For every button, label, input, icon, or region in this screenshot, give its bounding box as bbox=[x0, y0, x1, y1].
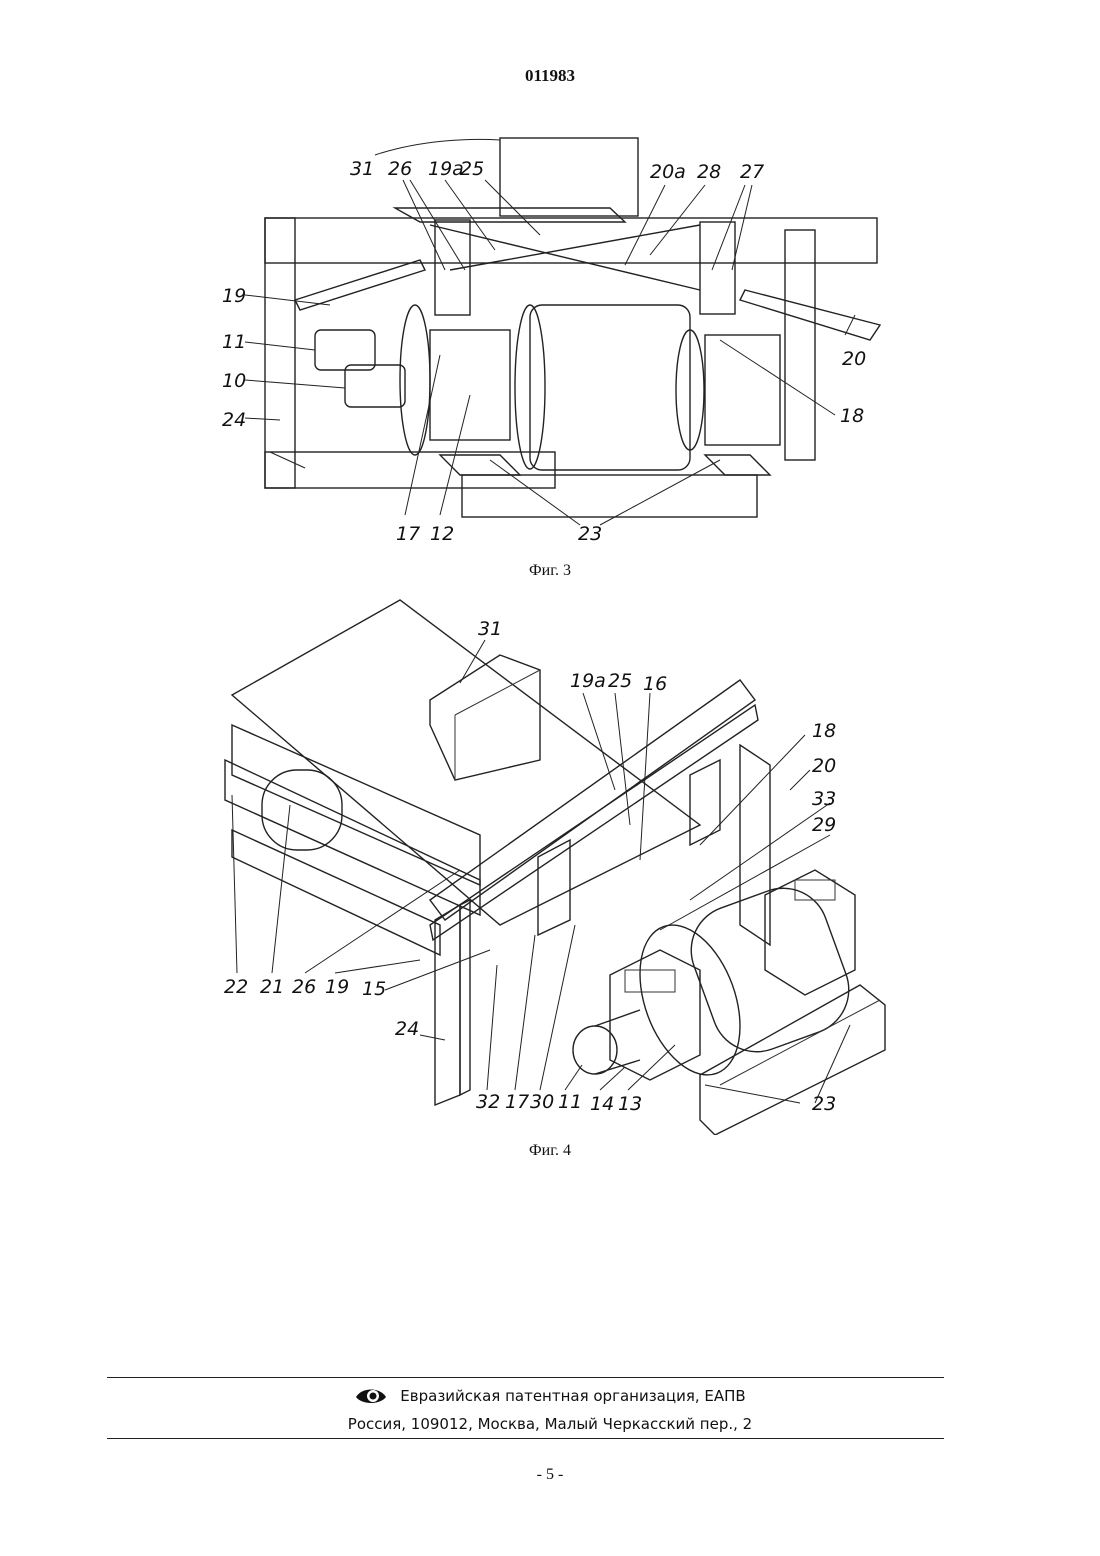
fig4-label-19a: 19a bbox=[570, 670, 606, 692]
fig4-label-26: 26 bbox=[292, 976, 316, 998]
fig3-label-25: 25 bbox=[460, 158, 484, 180]
fig3-label-10: 10 bbox=[222, 370, 246, 392]
page-number: - 5 - bbox=[0, 1466, 1100, 1484]
footer-address: Россия, 109012, Москва, Малый Черкасский… bbox=[0, 1415, 1100, 1433]
fig3-label-12: 12 bbox=[430, 523, 454, 545]
fig4-label-29: 29 bbox=[812, 814, 836, 836]
document-number: 011983 bbox=[0, 66, 1100, 86]
figure-3-drawing: 31 26 19a 25 20a 28 27 19 11 10 24 20 18… bbox=[0, 130, 1100, 550]
fig3-label-20a: 20a bbox=[650, 161, 686, 183]
fig4-label-21: 21 bbox=[260, 976, 284, 998]
footer-organization: Евразийская патентная организация, ЕАПВ bbox=[400, 1387, 745, 1405]
figure-4-drawing: 31 19a 25 16 18 20 33 29 22 21 26 19 15 … bbox=[0, 595, 1100, 1135]
fig3-label-20: 20 bbox=[842, 348, 866, 370]
fig3-label-19: 19 bbox=[222, 285, 246, 307]
figure-3-caption: Фиг. 3 bbox=[0, 562, 1100, 580]
fig4-label-15: 15 bbox=[362, 978, 386, 1000]
footer-organization-line: Евразийская патентная организация, ЕАПВ bbox=[0, 1385, 1100, 1411]
eye-logo-icon bbox=[354, 1385, 388, 1407]
figure-4-caption: Фиг. 4 bbox=[0, 1142, 1100, 1160]
fig4-label-31: 31 bbox=[478, 618, 502, 640]
fig3-label-11: 11 bbox=[222, 331, 246, 353]
fig4-label-23: 23 bbox=[812, 1093, 836, 1115]
fig3-label-28: 28 bbox=[697, 161, 721, 183]
footer-bottom-rule bbox=[107, 1438, 944, 1439]
fig4-label-13: 13 bbox=[618, 1093, 642, 1115]
fig4-label-22: 22 bbox=[224, 976, 248, 998]
fig4-label-19: 19 bbox=[325, 976, 349, 998]
fig3-label-27: 27 bbox=[740, 161, 764, 183]
footer-top-rule bbox=[107, 1377, 944, 1378]
fig4-label-18: 18 bbox=[812, 720, 836, 742]
fig3-label-17: 17 bbox=[396, 523, 420, 545]
fig4-label-33: 33 bbox=[812, 788, 836, 810]
fig3-label-24: 24 bbox=[222, 409, 246, 431]
fig3-label-19a: 19a bbox=[428, 158, 464, 180]
fig4-label-11: 11 bbox=[558, 1091, 582, 1113]
fig4-label-25: 25 bbox=[608, 670, 632, 692]
fig4-label-14: 14 bbox=[590, 1093, 614, 1115]
fig4-label-16: 16 bbox=[643, 673, 667, 695]
fig3-label-18: 18 bbox=[840, 405, 864, 427]
fig4-label-30: 30 bbox=[530, 1091, 554, 1113]
fig4-label-17: 17 bbox=[505, 1091, 529, 1113]
fig4-label-20: 20 bbox=[812, 755, 836, 777]
fig3-label-23: 23 bbox=[578, 523, 602, 545]
fig4-label-24: 24 bbox=[395, 1018, 419, 1040]
fig3-label-31: 31 bbox=[350, 158, 374, 180]
fig3-label-26: 26 bbox=[388, 158, 412, 180]
fig4-label-32: 32 bbox=[476, 1091, 500, 1113]
